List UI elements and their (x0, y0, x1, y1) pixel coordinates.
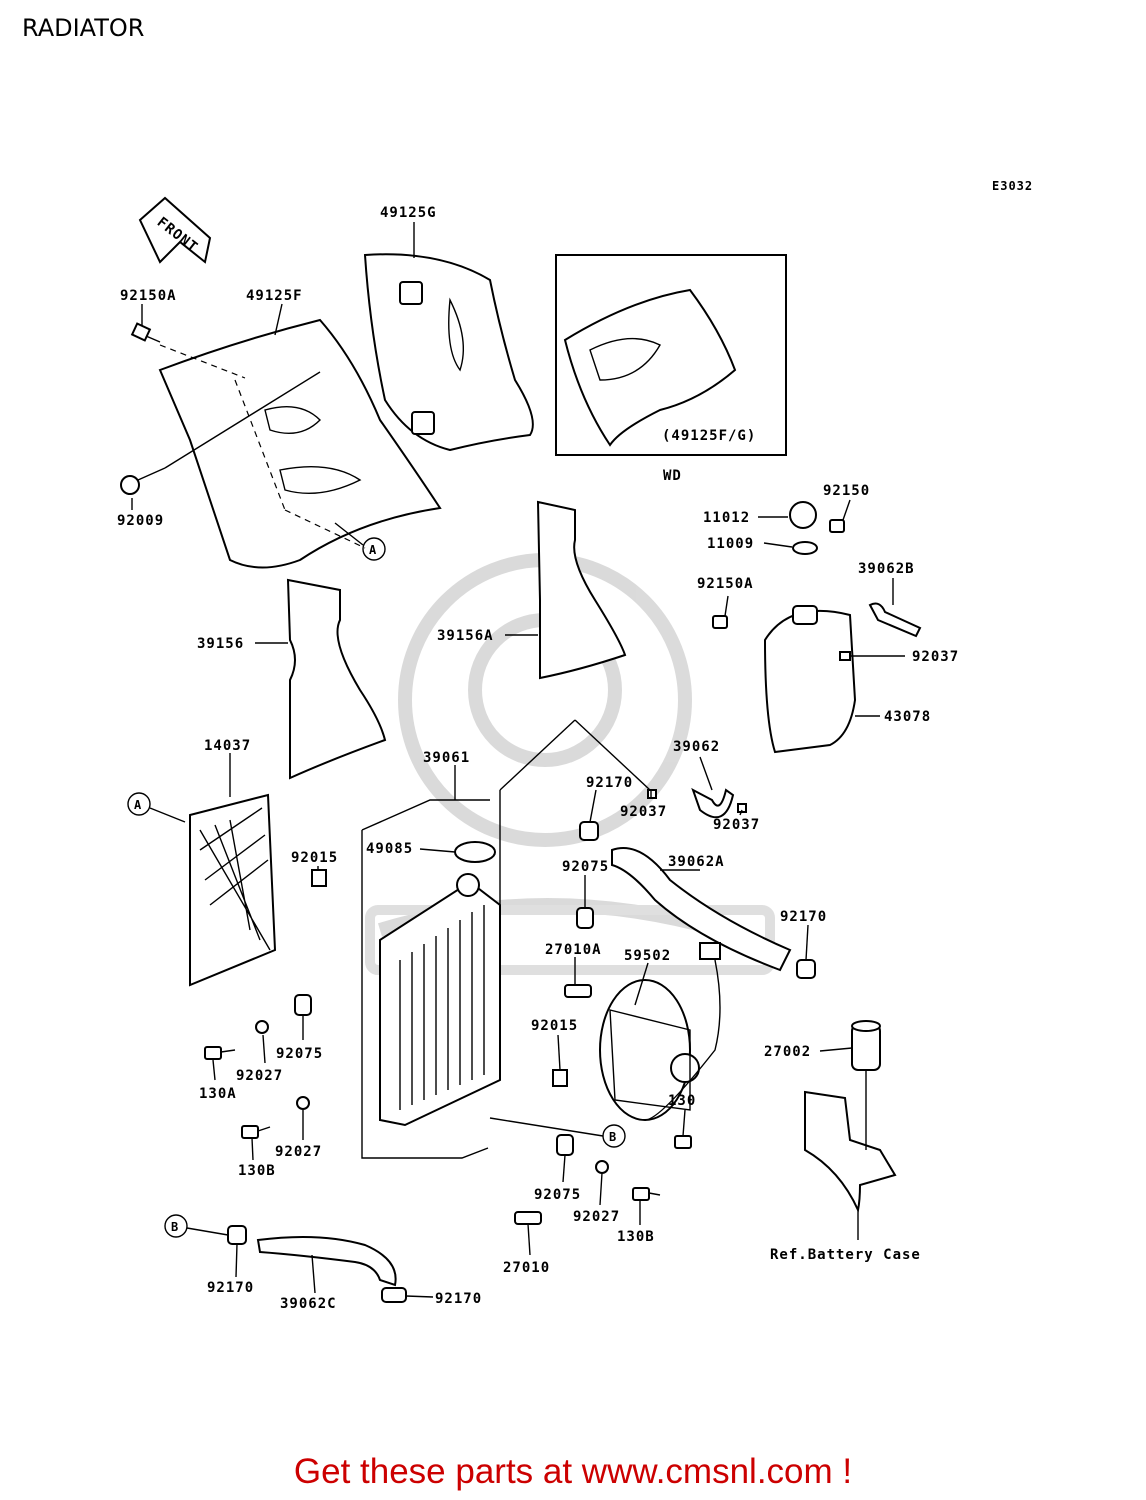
part-label: 39061 (423, 750, 470, 766)
part-label: 130B (617, 1229, 655, 1245)
part-label: 92150A (697, 576, 754, 592)
ref-battery-case-label: Ref.Battery Case (770, 1247, 921, 1263)
bolt-icon (241, 1125, 271, 1139)
ref-circle-a (362, 537, 386, 561)
part-label: 14037 (204, 738, 251, 754)
leader-lines (131, 222, 905, 1298)
part-label: 49125F (246, 288, 303, 304)
cta-link[interactable]: Get these parts at www.cmsnl.com ! (293, 1452, 853, 1491)
part-label: 92170 (435, 1291, 482, 1307)
part-label: 92170 (586, 775, 633, 791)
page-title: RADIATOR (22, 14, 145, 42)
part-label: 92037 (912, 649, 959, 665)
part-label: 92027 (573, 1209, 620, 1225)
bolt-icon (674, 1135, 692, 1149)
side-cover-39156 (286, 578, 387, 780)
part-label: 43078 (884, 709, 931, 725)
bolt-icon (120, 467, 166, 495)
part-label: 11012 (703, 510, 750, 526)
bolt-icon (204, 1046, 236, 1060)
part-label: 39062C (280, 1296, 337, 1312)
part-label: 39062A (668, 854, 725, 870)
radiator-shroud-left (158, 318, 442, 569)
bolt-icon (712, 615, 728, 629)
clip-icon (552, 1069, 568, 1087)
hose-39062b (868, 602, 922, 638)
part-label: 130A (199, 1086, 237, 1102)
part-label: 130B (238, 1163, 276, 1179)
front-arrow-icon: FRONT (138, 196, 212, 264)
part-label: 92009 (117, 513, 164, 529)
clip-icon (311, 869, 327, 887)
part-label: 49125G (380, 205, 437, 221)
washer-icon (296, 1096, 310, 1110)
part-label: 39062 (673, 739, 720, 755)
part-label: 92075 (276, 1046, 323, 1062)
radiator-grill (189, 793, 277, 987)
ref-circle-a (127, 792, 151, 816)
radiator-shroud-right (363, 253, 534, 452)
radiator-core (361, 799, 501, 1159)
hose-39062c (256, 1235, 397, 1287)
part-label: 92150A (120, 288, 177, 304)
side-cover-39156a (536, 500, 627, 680)
clip-icon (647, 789, 657, 799)
part-label: 92075 (562, 859, 609, 875)
part-label: 59502 (624, 948, 671, 964)
part-label: 49085 (366, 841, 413, 857)
bolt-icon (829, 519, 845, 533)
bolt-icon (130, 322, 161, 343)
part-label: 92027 (275, 1144, 322, 1160)
part-label: 92015 (531, 1018, 578, 1034)
part-label: 92015 (291, 850, 338, 866)
part-label: 39156A (437, 628, 494, 644)
clip-icon (839, 651, 851, 661)
washer-icon (255, 1020, 269, 1034)
battery-case-bracket (804, 1090, 897, 1214)
part-label: 92150 (823, 483, 870, 499)
clamp-icon (579, 821, 599, 841)
svg-text:A: A (134, 798, 142, 812)
clip-icon (737, 803, 747, 813)
part-label: 92170 (207, 1280, 254, 1296)
grommet-icon (576, 907, 594, 929)
part-label: 92075 (534, 1187, 581, 1203)
hose-39062 (691, 787, 735, 819)
fan-switch (851, 1020, 881, 1071)
part-label: 27002 (764, 1044, 811, 1060)
part-label: 92037 (620, 804, 667, 820)
svg-text:A: A (369, 543, 377, 557)
clamp-icon (227, 1225, 247, 1245)
ref-circle-b (164, 1214, 188, 1238)
inset-box: (49125F/G) WD (555, 254, 787, 484)
part-label: 92027 (236, 1068, 283, 1084)
part-label: 92037 (713, 817, 760, 833)
part-label: 27010A (545, 942, 602, 958)
grommet-icon (556, 1134, 574, 1156)
part-label: 27010 (503, 1260, 550, 1276)
reservoir-tank (763, 501, 857, 754)
svg-text:B: B (609, 1130, 617, 1144)
grommet-icon (294, 994, 312, 1016)
part-label: 92170 (780, 909, 827, 925)
clamp-icon (381, 1287, 407, 1303)
inset-caption: (49125F/G) (662, 428, 756, 444)
part-label: 130 (668, 1093, 696, 1109)
diagram-code: E3032 (992, 179, 1033, 193)
inset-model: WD (663, 468, 682, 484)
washer-icon (595, 1160, 609, 1174)
clamp-icon (796, 959, 816, 979)
part-label: 39156 (197, 636, 244, 652)
cooling-fan (599, 942, 721, 1121)
part-label: 11009 (707, 536, 754, 552)
part-label: 39062B (858, 561, 915, 577)
sensor-icon (514, 1211, 542, 1225)
sensor-icon (564, 984, 592, 998)
svg-text:B: B (171, 1220, 179, 1234)
bolt-icon (632, 1187, 661, 1201)
